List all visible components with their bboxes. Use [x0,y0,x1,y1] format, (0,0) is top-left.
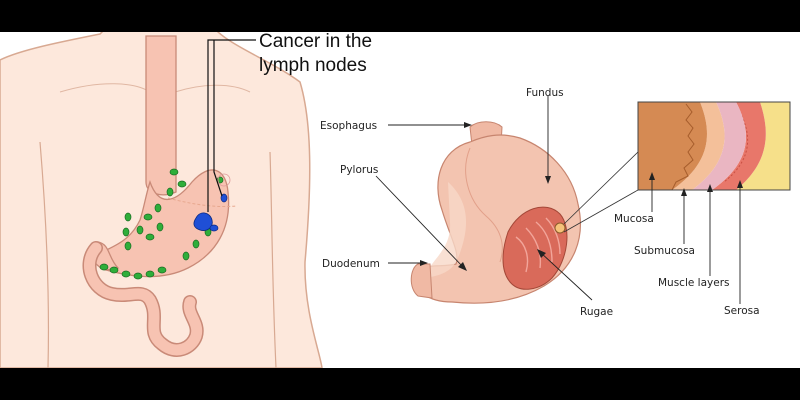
arrowhead [464,122,472,128]
lymph-node [182,251,190,261]
lymph-node [177,180,187,188]
stomach-body [96,169,230,278]
arrowhead [458,262,467,271]
callout-text-line1: Cancer in the [259,32,372,52]
callout-line-2 [213,40,223,197]
layer-muscle-texture [723,111,749,183]
zoom-line-bottom [563,189,639,233]
zoom-connector [563,151,639,233]
lymph-node [121,270,131,278]
layer-detail-border [637,101,791,191]
letterbox-top [0,0,800,32]
label-pylorus: Pylorus [340,164,378,176]
label-duodenum: Duodenum [322,258,380,270]
arrowheads [420,122,743,271]
tumor-node [209,224,219,232]
label-submucosa: Submucosa [634,245,695,257]
lymph-node-outline [217,173,231,187]
label-serosa: Serosa [724,305,760,317]
label-lines [375,96,741,304]
lymph-node [157,266,167,274]
layer-mucosa-edge [671,103,695,191]
layer-detail-box [637,101,791,191]
label-esophagus: Esophagus [320,120,377,132]
lymph-node [166,187,174,197]
lymph-node [145,270,155,278]
lymph-node [156,222,164,232]
diagram-svg: Cancer in the lymph nodes [0,32,791,368]
arrowhead [737,180,743,188]
stomach-cutaway [502,206,568,290]
callout-lines [207,39,256,212]
layer-muscle [712,102,766,190]
lymph-node [99,263,109,271]
stomach-anatomy [410,121,581,304]
arm-right-line [269,151,277,368]
lymph-node [122,227,130,237]
esophagus-tube [145,35,177,196]
arrowhead [420,260,428,266]
label-fundus: Fundus [526,87,564,99]
callout-line-1 [207,39,256,212]
arrowhead [649,172,655,180]
lymph-node [109,266,119,274]
lymph-node [124,241,132,251]
duodenum-stub [410,263,433,299]
rugae-line [539,251,593,301]
stomach-shading [424,182,467,278]
small-intestine-fill [84,242,203,356]
label-mucosa: Mucosa [614,213,654,225]
arrowhead [707,184,713,192]
layer-submucosa-pink [692,102,746,190]
lymph-node [133,272,143,280]
lymph-node [145,233,155,241]
stomach-illustration [82,35,237,357]
tumor-mass [193,212,213,231]
label-muscle-layers: Muscle layers [658,277,730,289]
stomach-fold [465,147,503,263]
diagram-canvas: Cancer in the lymph nodes [0,32,800,368]
layer-serosa [736,102,790,190]
label-rugae: Rugae [580,306,613,318]
arrowhead [681,188,687,196]
lymph-node [136,225,144,235]
diaphragm-line [167,197,237,207]
arm-left-line [39,141,50,368]
zoom-line-top [563,151,639,225]
lymph-node [143,213,153,221]
rugae-folds [515,217,561,273]
cancerous-nodes [193,193,228,232]
pylorus-line [375,175,465,269]
lymph-node [169,168,179,176]
lymph-node [124,212,132,222]
lymph-node [192,239,200,249]
layer-submucosa [672,102,725,190]
arrowhead [537,249,546,258]
letterbox-bottom [0,368,800,400]
layer-marker [554,222,566,234]
arrowhead [545,176,551,184]
tumor-node [220,193,228,203]
callout-text-line2: lymph nodes [259,55,367,76]
lymph-node [154,203,162,213]
